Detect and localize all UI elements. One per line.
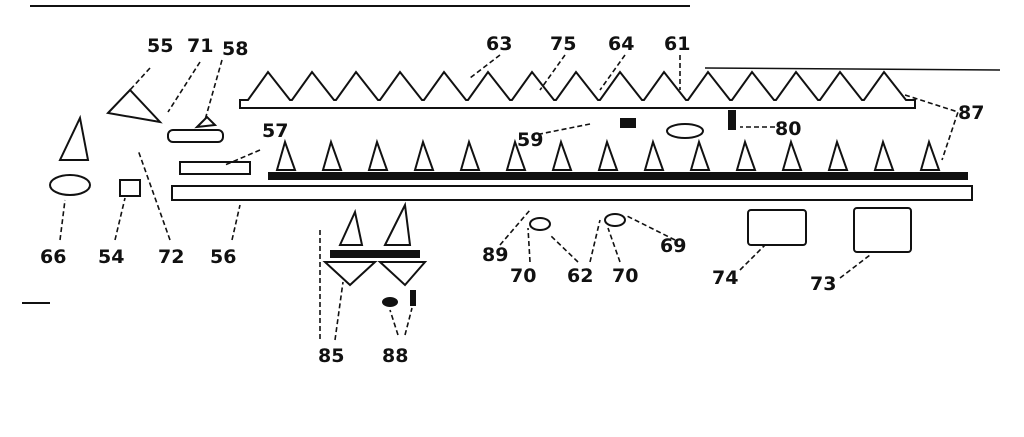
guard <box>321 138 343 171</box>
callout-66: 66 <box>40 246 66 268</box>
guard <box>643 138 665 171</box>
part-74-decal <box>747 209 807 246</box>
border-line <box>704 67 1001 71</box>
callout-73: 73 <box>810 273 836 295</box>
callout-57: 57 <box>262 120 288 142</box>
part-73-decal <box>853 207 912 253</box>
callout-58: 58 <box>222 38 248 60</box>
callout-89: 89 <box>482 244 508 266</box>
guard <box>597 138 619 171</box>
callout-63: 63 <box>486 33 512 55</box>
part-59-bolt <box>620 118 636 128</box>
callout-72: 72 <box>158 246 184 268</box>
knife-sections <box>239 70 916 109</box>
part-66-plate <box>49 174 91 196</box>
guard <box>459 138 481 171</box>
leader-lines <box>59 54 960 341</box>
callout-59: 59 <box>517 129 543 151</box>
guard <box>413 138 435 171</box>
guard <box>689 138 711 171</box>
guard-bar <box>268 138 968 180</box>
knife-section-upper <box>239 70 916 109</box>
callout-70-left: 70 <box>510 265 536 287</box>
callout-56: 56 <box>210 246 236 268</box>
callout-74: 74 <box>712 267 738 289</box>
callout-55: 55 <box>147 35 173 57</box>
guard <box>367 138 389 171</box>
part-58-holder <box>167 129 224 143</box>
callout-88: 88 <box>382 345 408 367</box>
part-54-clip <box>119 179 141 197</box>
guard <box>505 138 527 171</box>
callout-62: 62 <box>567 265 593 287</box>
callout-70-right: 70 <box>612 265 638 287</box>
part-55-section <box>105 88 163 124</box>
guard <box>781 138 803 171</box>
guard <box>919 138 941 171</box>
part-88-nut <box>382 297 398 307</box>
callout-64: 64 <box>608 33 634 55</box>
callout-69: 69 <box>660 235 686 257</box>
part-56-bar <box>171 185 973 201</box>
callout-54: 54 <box>98 246 124 268</box>
washer <box>666 123 704 139</box>
guard <box>827 138 849 171</box>
part-58-bolt <box>194 115 218 129</box>
callout-61: 61 <box>664 33 690 55</box>
callout-87: 87 <box>958 102 984 124</box>
callout-71: 71 <box>187 35 213 57</box>
callout-80: 80 <box>775 118 801 140</box>
guard <box>275 138 297 171</box>
part-57-plate <box>179 161 251 175</box>
part-80-bolt <box>728 110 736 130</box>
part-70-nut <box>604 213 626 227</box>
guard-bar-rail <box>268 172 968 180</box>
callout-85: 85 <box>318 345 344 367</box>
part-88-bolt <box>410 290 416 306</box>
callout-75: 75 <box>550 33 576 55</box>
guard <box>873 138 895 171</box>
guard <box>551 138 573 171</box>
guard <box>735 138 757 171</box>
part-66-guard <box>58 114 90 161</box>
part-70-nut <box>529 217 551 231</box>
part-85-guards <box>322 201 428 287</box>
